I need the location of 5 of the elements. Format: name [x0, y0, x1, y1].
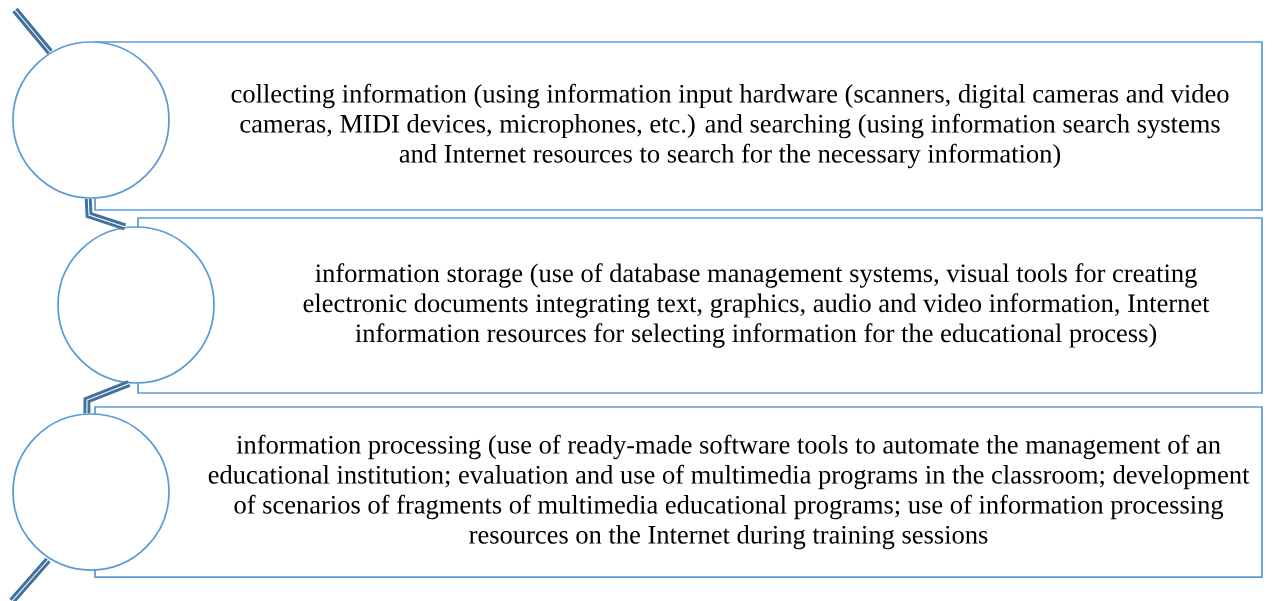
- circle: [57, 226, 215, 384]
- connector: [84, 198, 127, 231]
- circle: [12, 413, 170, 571]
- connector: [83, 380, 131, 414]
- circle: [12, 41, 170, 199]
